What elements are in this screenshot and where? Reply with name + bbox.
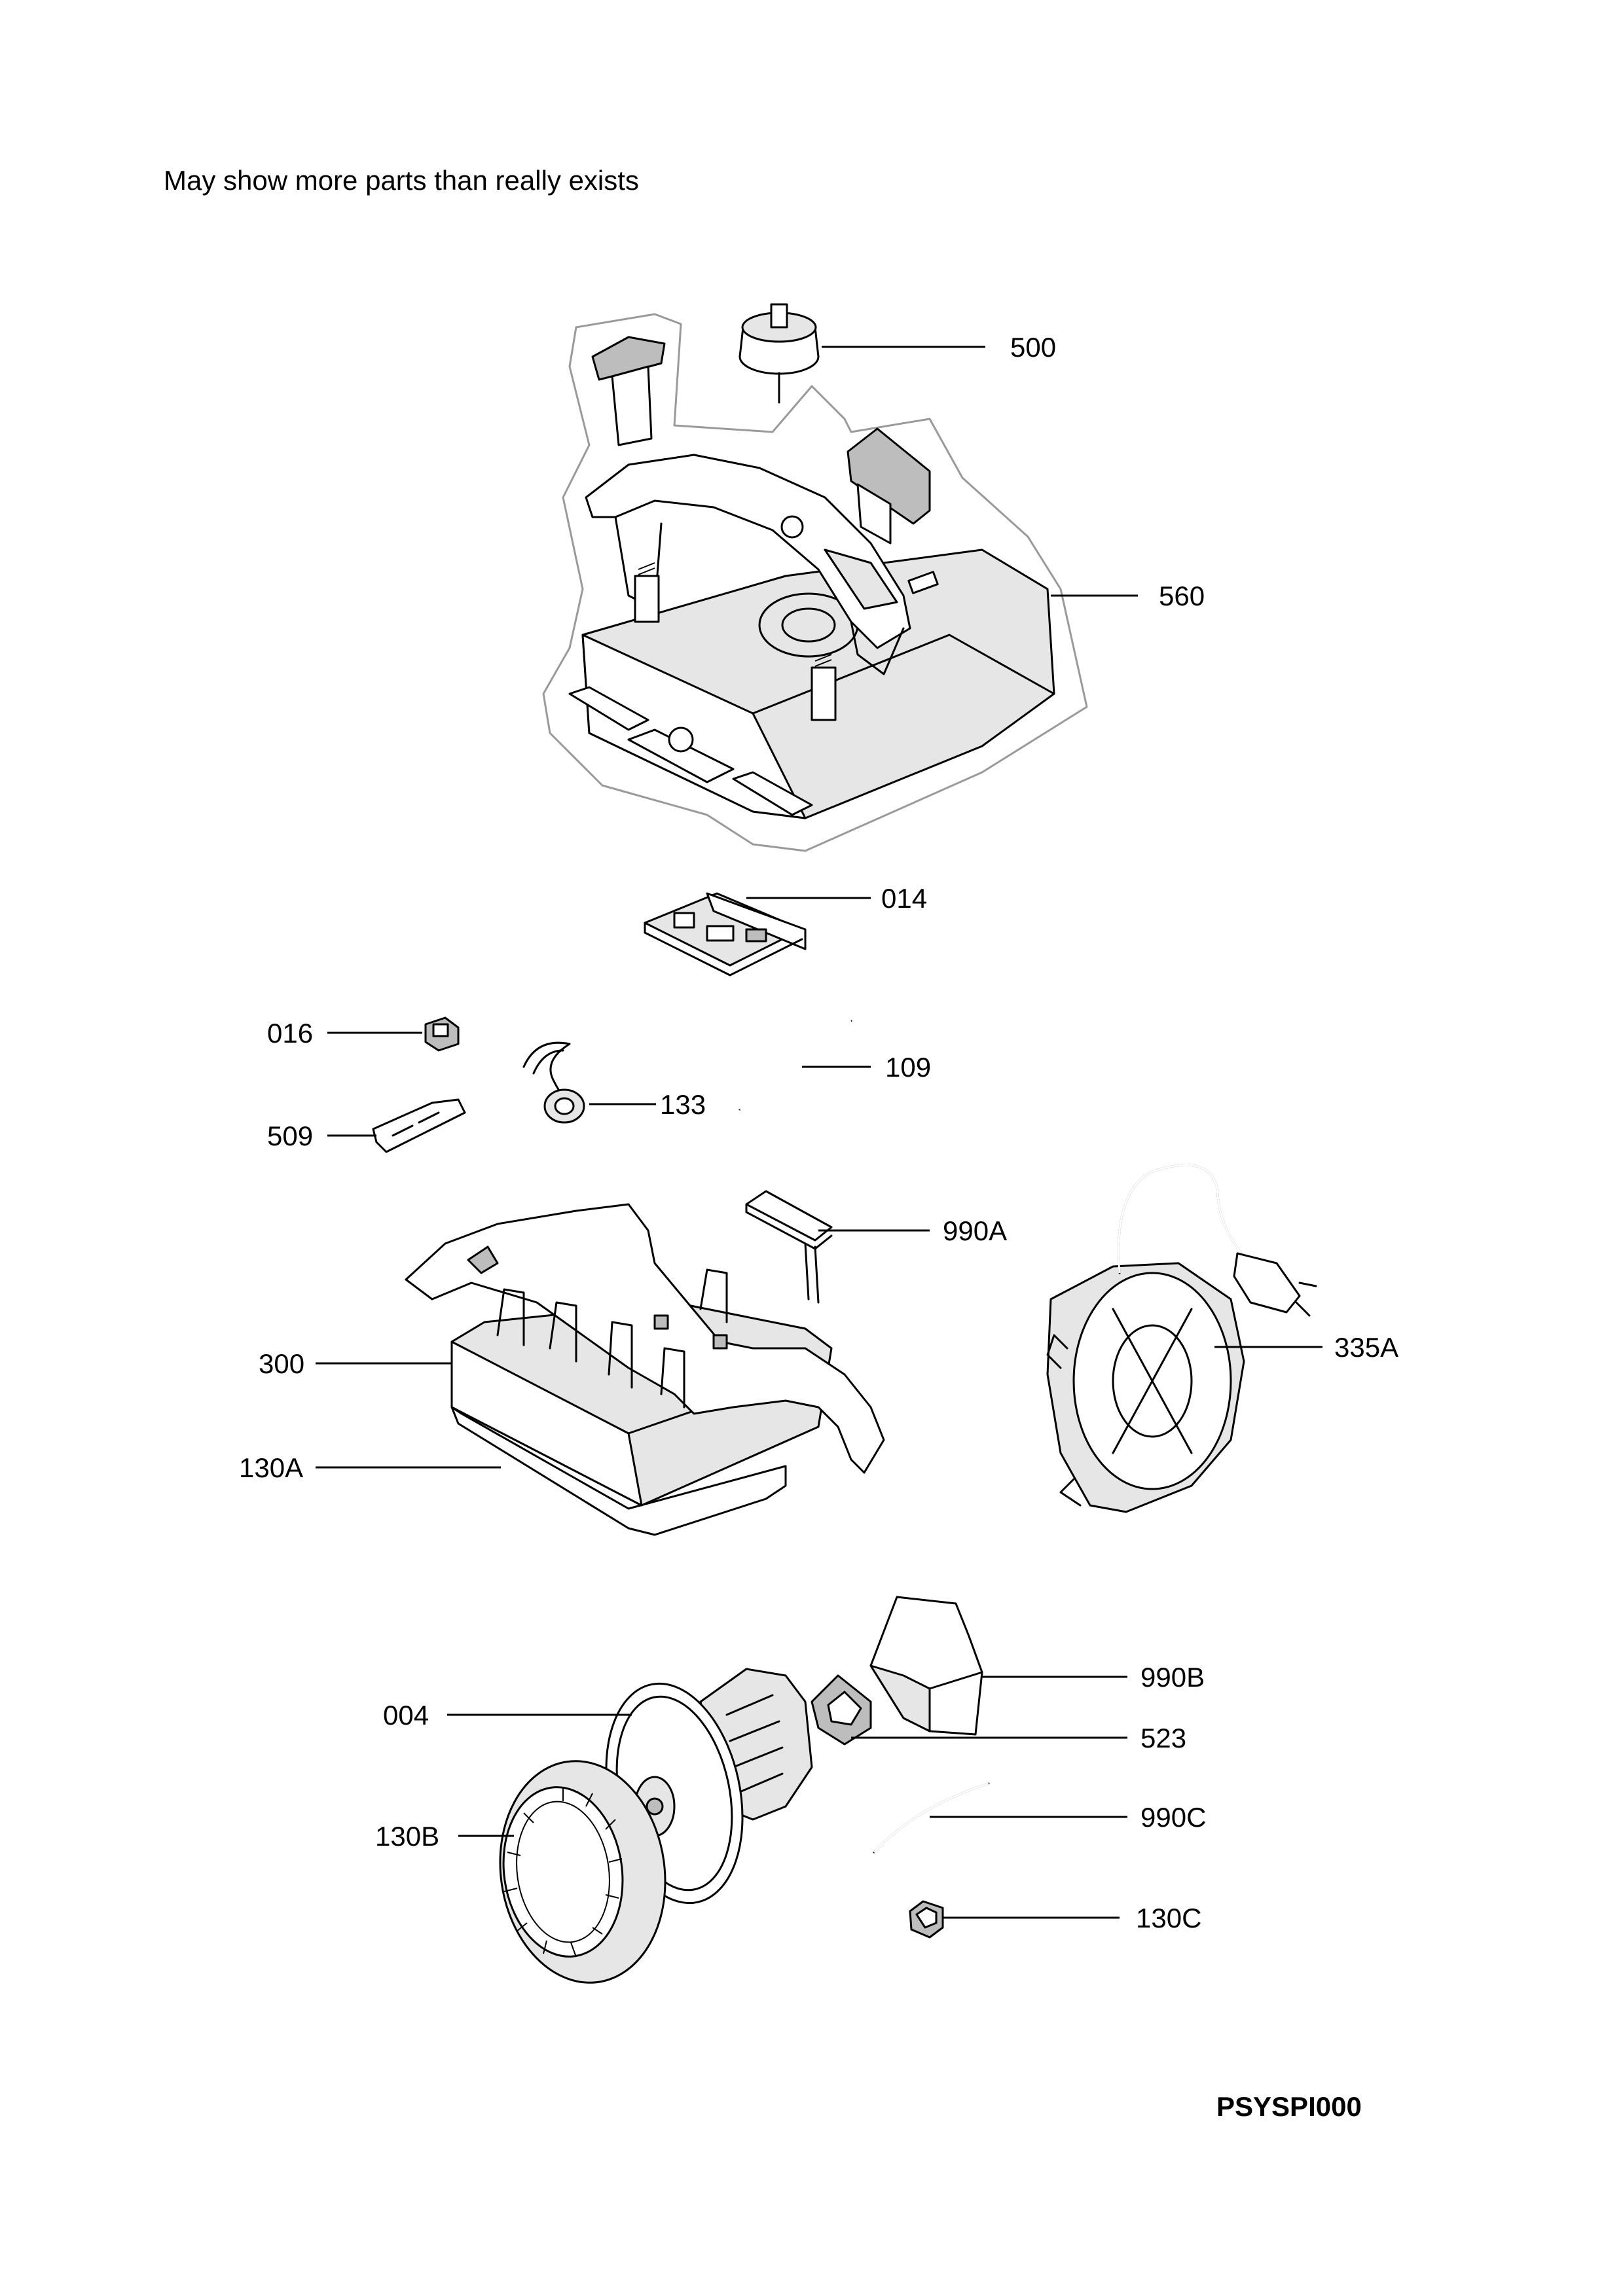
part-990B-filter-box: [869, 1596, 983, 1736]
part-130C-connector: [909, 1900, 944, 1939]
callout-004: 004: [383, 1700, 429, 1731]
part-109-cable: [739, 1020, 852, 1111]
callout-560: 560: [1159, 581, 1205, 611]
callout-130A: 130A: [239, 1452, 303, 1483]
part-335A-cord-reel: [1046, 1164, 1317, 1513]
part-133-lamp: [522, 1041, 585, 1124]
callout-990C: 990C: [1140, 1802, 1206, 1833]
part-990A-bracket: [745, 1190, 833, 1304]
diagram-note: May show more parts than really exists: [164, 165, 639, 196]
callout-133: 133: [660, 1089, 706, 1120]
document-code: PSYSPI000: [1216, 2091, 1362, 2122]
callout-labels: 500 560 014 016 133 109 509 990A 300 335…: [239, 332, 1398, 1933]
part-500-knob: [739, 303, 820, 404]
part-560-top-cover: [542, 313, 1088, 852]
callout-016: 016: [267, 1018, 313, 1049]
callout-509: 509: [267, 1121, 313, 1151]
part-990C-cable: [873, 1782, 990, 1854]
part-509-clip: [372, 1098, 466, 1153]
part-016-switch: [424, 1016, 460, 1052]
leader-lines: [316, 346, 1322, 1919]
callout-990B: 990B: [1140, 1662, 1205, 1693]
callout-014: 014: [881, 883, 927, 914]
part-130B-fan-ring: [499, 1760, 666, 1984]
callout-523: 523: [1140, 1723, 1186, 1753]
part-300-chassis: [405, 1203, 885, 1536]
part-014-circuit-board: [644, 892, 807, 977]
callout-300: 300: [259, 1348, 304, 1379]
callout-500: 500: [1010, 332, 1056, 363]
callout-130C: 130C: [1136, 1903, 1201, 1933]
callout-990A: 990A: [943, 1215, 1007, 1246]
part-523-seal: [811, 1674, 872, 1746]
callout-109: 109: [885, 1052, 931, 1083]
callout-335A: 335A: [1334, 1332, 1398, 1363]
callout-130B: 130B: [375, 1821, 439, 1852]
